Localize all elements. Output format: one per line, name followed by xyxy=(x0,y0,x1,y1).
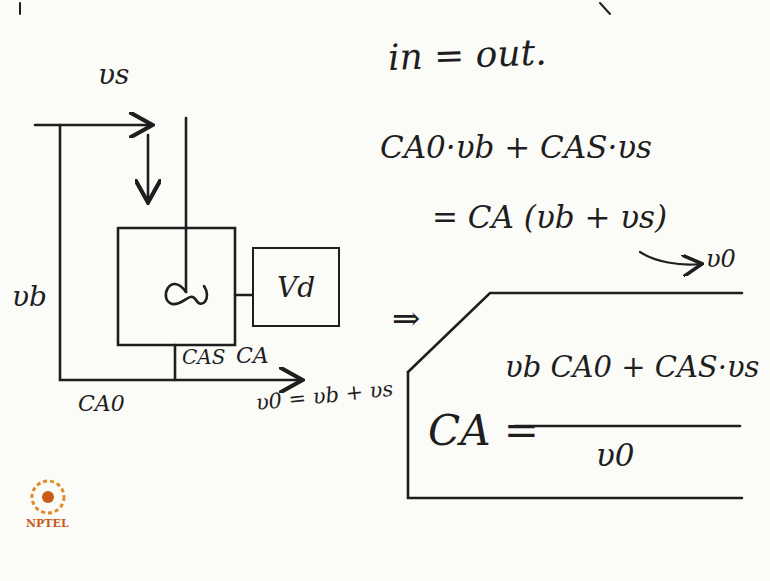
handwritten-note: CAS xyxy=(182,346,225,368)
handwritten-note: CA0·υb + CAS·υs xyxy=(380,130,652,164)
handwritten-note: υ0 xyxy=(706,246,736,272)
handwritten-note: υb xyxy=(12,282,47,313)
handwritten-note: CA = xyxy=(428,408,539,454)
watermark: NPTEL xyxy=(26,518,69,530)
handwritten-note: in = out. xyxy=(387,32,547,77)
handwritten-note: υ0 xyxy=(596,438,635,472)
handwritten-note: υb CA0 + CAS·υs xyxy=(505,352,759,384)
handwritten-note: ⇒ xyxy=(392,300,421,337)
handwritten-note: υ0 = υb + υs xyxy=(255,378,394,415)
handwritten-note: CA xyxy=(236,344,269,368)
node-text: Vd xyxy=(277,271,315,304)
process-box: Vd xyxy=(252,247,340,327)
handwritten-note: = CA (υb + υs) xyxy=(432,200,667,234)
handwritten-note: υs xyxy=(98,60,129,91)
handwritten-note: CA0 xyxy=(78,392,125,416)
